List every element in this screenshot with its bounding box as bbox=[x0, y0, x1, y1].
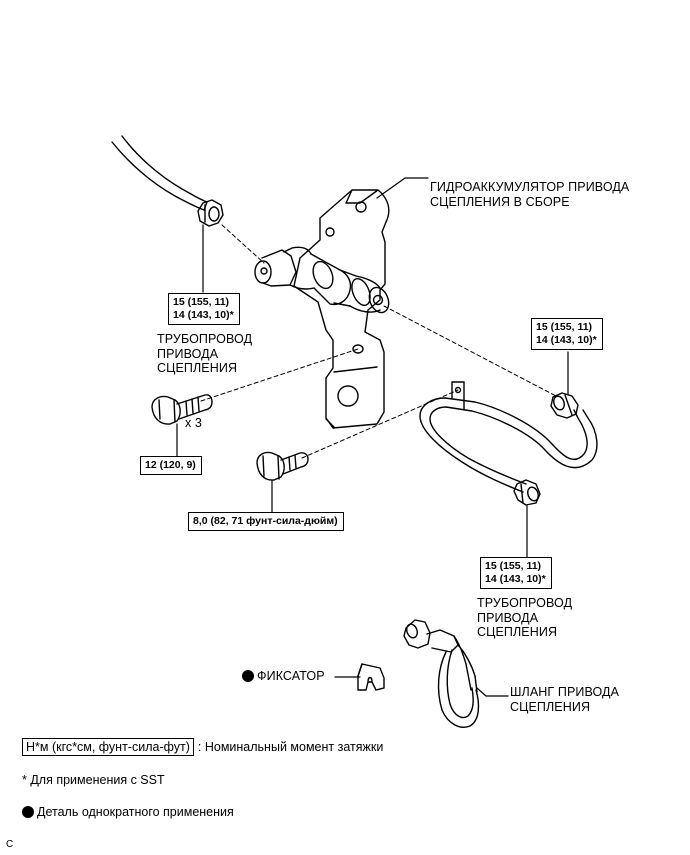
torque-value-sst: 14 (143, 10)* bbox=[173, 309, 234, 321]
label-hose-line2: СЦЕПЛЕНИЯ bbox=[510, 699, 591, 714]
label-pipe-left-line1: ТРУБОПРОВОД bbox=[157, 332, 253, 346]
torque-box-bracket-bolt: 8,0 (82, 71 фунт-сила-дюйм) bbox=[188, 512, 344, 531]
label-hose-line1: ШЛАНГ ПРИВОДА bbox=[510, 685, 620, 699]
flare-nut-right-top bbox=[550, 392, 579, 419]
single-use-dot-icon bbox=[242, 670, 254, 682]
torque-value-sst: 14 (143, 10)* bbox=[485, 573, 546, 585]
pipe-right bbox=[419, 381, 598, 506]
accumulator-bracket bbox=[293, 189, 390, 429]
label-pipe-right: ТРУБОПРОВОД ПРИВОДА СЦЕПЛЕНИЯ bbox=[477, 596, 572, 640]
label-pipe-right-line1: ТРУБОПРОВОД bbox=[477, 596, 573, 610]
label-hose: ШЛАНГ ПРИВОДА СЦЕПЛЕНИЯ bbox=[510, 685, 619, 714]
label-pipe-left-line2: ПРИВОДА bbox=[157, 346, 219, 361]
flare-nut-right-bottom bbox=[513, 479, 541, 506]
legend-torque: Н*м (кгс*см, фунт-сила-фут): Номинальный… bbox=[22, 738, 384, 756]
torque-box-bolts: 12 (120, 9) bbox=[140, 456, 202, 475]
label-accumulator: ГИДРОАККУМУЛЯТОР ПРИВОДА СЦЕПЛЕНИЯ В СБО… bbox=[430, 180, 629, 209]
torque-box-left-pipe: 15 (155, 11) 14 (143, 10)* bbox=[168, 293, 240, 325]
bolt-bracket bbox=[256, 451, 309, 481]
label-bolt-qty: x 3 bbox=[185, 416, 202, 430]
torque-value: 12 (120, 9) bbox=[145, 459, 196, 471]
label-clip: ФИКСАТОР bbox=[242, 669, 325, 684]
single-use-dot-icon bbox=[22, 806, 34, 818]
label-pipe-left: ТРУБОПРОВОД ПРИВОДА СЦЕПЛЕНИЯ bbox=[157, 332, 252, 376]
legend-sst-note: * Для применения с SST bbox=[22, 773, 165, 787]
torque-value: 15 (155, 11) bbox=[536, 321, 593, 333]
legend-torque-key: Н*м (кгс*см, фунт-сила-фут) bbox=[22, 738, 194, 756]
torque-value: 15 (155, 11) bbox=[173, 296, 230, 308]
bolt-x3 bbox=[151, 394, 213, 425]
legend-single-use-text: Деталь однократного применения bbox=[37, 805, 234, 819]
corner-mark: C bbox=[6, 839, 14, 850]
legend-single-use: Деталь однократного применения bbox=[22, 805, 234, 820]
pipe-upper-left bbox=[111, 135, 224, 227]
label-pipe-right-line2: ПРИВОДА bbox=[477, 610, 539, 625]
label-accumulator-line2: СЦЕПЛЕНИЯ В СБОРЕ bbox=[430, 194, 570, 209]
flare-nut-upper-left bbox=[197, 199, 224, 227]
torque-value-sst: 14 (143, 10)* bbox=[536, 334, 597, 346]
legend-torque-desc: : Номинальный момент затяжки bbox=[197, 740, 384, 754]
accumulator-body bbox=[254, 246, 390, 314]
clip-fixator bbox=[357, 663, 385, 691]
label-pipe-right-line3: СЦЕПЛЕНИЯ bbox=[477, 625, 558, 639]
label-accumulator-line1: ГИДРОАККУМУЛЯТОР ПРИВОДА bbox=[430, 180, 630, 194]
alignment-lines bbox=[200, 224, 557, 459]
leader-lines bbox=[176, 177, 569, 697]
torque-value: 15 (155, 11) bbox=[485, 560, 542, 572]
label-clip-text: ФИКСАТОР bbox=[257, 669, 325, 683]
torque-box-bottom-pipe: 15 (155, 11) 14 (143, 10)* bbox=[480, 557, 552, 589]
label-pipe-left-line3: СЦЕПЛЕНИЯ bbox=[157, 361, 238, 375]
hose bbox=[403, 619, 480, 728]
torque-box-right-pipe: 15 (155, 11) 14 (143, 10)* bbox=[531, 318, 603, 350]
torque-value: 8,0 (82, 71 фунт-сила-дюйм) bbox=[193, 515, 338, 527]
